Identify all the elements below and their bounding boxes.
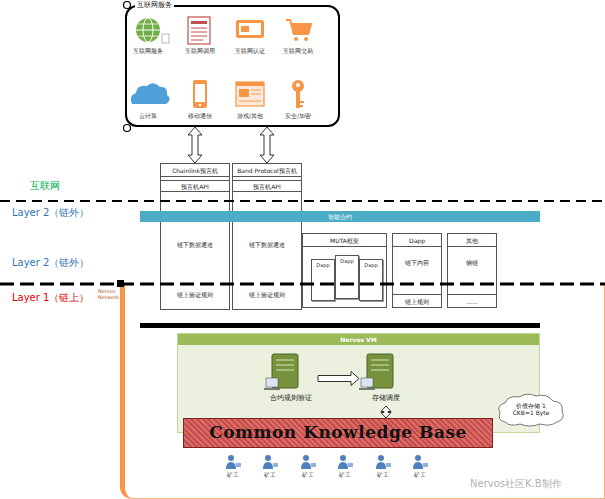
annotation-label: 矿工: [368, 472, 398, 479]
annotation-label: 矿工: [330, 472, 360, 479]
annotation-label: 云计算: [123, 113, 173, 120]
ckb-band: Common Knowledge Base: [183, 418, 493, 448]
annotation-label: 移动通信: [175, 113, 225, 120]
annotation-label: 互联网认证: [225, 48, 275, 55]
annotation-label: 游戏/其他: [225, 113, 275, 120]
node-text: Dapp: [336, 259, 358, 265]
oracle-column: Chainlink预言机预言机API 链下数据通道链上验证规则: [160, 163, 230, 310]
node-text: Dapp: [393, 234, 441, 247]
node-text: Dapp: [312, 263, 334, 269]
annotation-label: 互联网: [30, 180, 60, 192]
block-arrow: [188, 127, 202, 163]
node-text: 侧链: [448, 260, 496, 267]
annotation-label: 互联网调用: [175, 48, 225, 55]
annotation-label: 互联网交易: [273, 48, 323, 55]
node-text: 预言机API: [161, 180, 229, 192]
contract-band: 智能合约: [140, 211, 540, 222]
annotation-label: 互联网服务: [123, 48, 173, 55]
cloud-shape: 价值存储 1 CKB=1 Byte: [495, 392, 567, 428]
node-text: 互联网服务: [135, 1, 174, 9]
dapp-card: Dapp: [359, 259, 383, 301]
block-arrow: [260, 127, 274, 163]
node-text: Chainlink预言机: [161, 164, 229, 177]
framework-box: MUTA框架DappDappDapp: [302, 233, 387, 308]
annotation-label: Nervos社区K.B制作: [470, 478, 562, 490]
annotation-label: 矿工: [218, 472, 248, 479]
node-text: 链下内容: [393, 260, 441, 267]
node-text: MUTA框架: [303, 234, 386, 247]
block-arrow: [318, 372, 359, 386]
node-text: ......: [448, 294, 496, 308]
miner-icon: [226, 455, 428, 469]
service-group: 互联网服务: [125, 5, 340, 127]
node-text: 链下数据通道: [161, 242, 229, 249]
annotation-label: Layer 2（链外）: [12, 207, 89, 219]
node-text: 智能合约: [140, 211, 540, 222]
node-text: Nervos Network: [98, 289, 122, 301]
node-text: 链上验证规则: [161, 292, 229, 299]
annotation-label: 矿工: [255, 472, 285, 479]
node-text: Common Knowledge Base: [184, 423, 492, 443]
node-text: 链上规则: [393, 294, 441, 308]
oracle-column: Band Protocol预言机预言机API 链下数据通道链上验证规则: [232, 163, 302, 310]
network-area: Nervos NetworkNervos VM合约规则验证存储调度价值存储 1 …: [120, 283, 605, 499]
node-text: 其他: [448, 234, 496, 247]
dapp-column: Dapp 链下内容链上规则: [392, 233, 442, 308]
annotation-label: Layer 2（链外）: [12, 257, 89, 269]
node-text: 合约规则验证: [264, 394, 318, 402]
annotation-label: Layer 1（链上）: [12, 292, 89, 304]
server-node: 合约规则验证: [264, 351, 318, 406]
annotation-label: 矿工: [293, 472, 323, 479]
annotation-label: 矿工: [405, 472, 435, 479]
server-node: 存储调度: [359, 351, 413, 406]
node-text: Band Protocol预言机: [233, 164, 301, 177]
block-arrow: [381, 406, 391, 418]
node-text: 链下数据通道: [233, 242, 301, 249]
node-text: 存储调度: [359, 394, 413, 402]
node-text: Dapp: [360, 263, 382, 269]
node-text: Nervos VM: [178, 334, 539, 345]
node-text: 预言机API: [233, 180, 301, 192]
annotation-label: 安全/加密: [273, 113, 323, 120]
node-text: 价值存储 1 CKB=1 Byte: [509, 403, 553, 417]
node-text: 链上验证规则: [233, 292, 301, 299]
dapp-card: Dapp: [335, 255, 359, 299]
dapp-card: Dapp: [311, 259, 335, 301]
other-column: 其他侧链......: [447, 233, 497, 308]
